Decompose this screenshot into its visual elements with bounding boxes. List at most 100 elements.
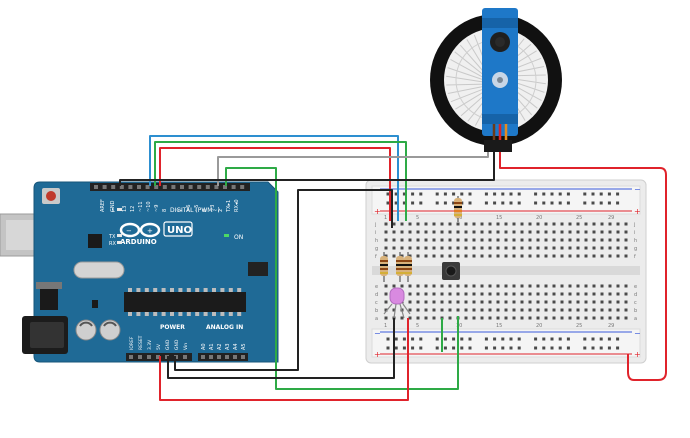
power-pin-label: 5V (156, 343, 162, 350)
bb-row-label: f (375, 254, 377, 260)
bb-row-label: i (375, 230, 376, 236)
gnd-top-label: GND (110, 200, 116, 212)
bb-col-label-top: 25 (576, 215, 582, 221)
bb-row-label: i (634, 230, 635, 236)
power-pin-label: GND (165, 339, 171, 350)
analog-pin-label: A4 (233, 343, 239, 350)
analog-pin-label: A3 (225, 343, 231, 350)
wire-red-servo[interactable] (499, 150, 667, 381)
digital-label: DIGITAL (PWM~) (170, 207, 220, 214)
arduino-uno: − + ARDUINO UNO L TX RX ON (0, 181, 279, 363)
microcontroller-chip (124, 292, 246, 312)
rail-minus-top-right: − (634, 185, 641, 194)
rail-plus-bottom-right: + (634, 350, 641, 359)
brand-label: ARDUINO (120, 238, 157, 246)
bb-row-label: a (375, 316, 378, 322)
resistor-1[interactable] (380, 252, 388, 282)
board-pcb (33, 181, 279, 363)
resistor-3[interactable] (404, 252, 412, 282)
digital-pin-label: 8 (162, 209, 168, 212)
wire-green-long[interactable] (225, 167, 459, 390)
bb-row-label: c (375, 300, 378, 306)
power-label: POWER (160, 324, 185, 331)
power-pin-label: Vin (183, 343, 189, 350)
resistor-2[interactable] (396, 252, 404, 282)
bb-row-label: c (634, 300, 637, 306)
bb-row-label: b (375, 308, 378, 314)
l-led-label: L (112, 208, 115, 214)
svg-text:+: + (147, 227, 153, 235)
bb-row-label: h (634, 238, 637, 244)
bb-row-label: g (375, 246, 378, 252)
digital-pin-label: 13 (122, 206, 128, 212)
wire-blue[interactable] (149, 135, 399, 221)
bb-col-label-bottom: 25 (576, 323, 582, 329)
rail-minus-bottom-left: − (374, 329, 381, 338)
rail-minus-bottom-right: − (634, 329, 641, 338)
analog-label: ANALOG IN (206, 324, 243, 331)
icsp-header (248, 262, 268, 276)
digital-pin-label: ~9 (154, 205, 160, 212)
digital-pin-label: ~11 (138, 201, 144, 212)
wires (119, 135, 667, 401)
arduino-logo: − + (119, 222, 161, 238)
bb-row-label: f (634, 254, 636, 260)
bb-row-label: d (375, 292, 378, 298)
breadboard-holes (384, 192, 628, 350)
bb-col-label-bottom: 15 (496, 323, 502, 329)
servo-connector (484, 140, 512, 152)
wire-green-top[interactable] (154, 141, 407, 221)
rail-plus-top-right: + (634, 207, 641, 216)
digital-header (90, 183, 250, 191)
on-led-label: ON (234, 234, 243, 241)
analog-header (198, 353, 248, 361)
model-label: UNO (167, 225, 192, 236)
bb-row-label: j (374, 222, 376, 228)
bb-col-label-top: 1 (384, 215, 387, 221)
digital-pin-label: 12 (130, 206, 136, 212)
digital-pin-label: 2 (218, 209, 224, 212)
digital-pin-label: ~6 (186, 205, 192, 212)
push-button[interactable] (442, 262, 460, 280)
aref-label: AREF (100, 199, 106, 212)
digital-pin-label: ~5 (194, 205, 200, 212)
usb-chip (88, 234, 102, 248)
digital-pin-label: RX◂0 (234, 199, 240, 212)
bb-col-label-bottom: 5 (416, 323, 419, 329)
servo-motor[interactable] (430, 8, 562, 152)
bb-col-label-bottom: 1 (384, 323, 387, 329)
power-pin-label: 3.3V (147, 339, 153, 350)
svg-text:−: − (126, 227, 132, 235)
resistor-top[interactable] (454, 196, 462, 222)
rail-plus-bottom-left: + (374, 350, 381, 359)
wire-black-led[interactable] (167, 318, 395, 379)
analog-pin-label: A0 (201, 343, 207, 350)
wire-gray-servo[interactable] (217, 150, 489, 186)
power-pin-label: GND (174, 339, 180, 350)
wire-red-5v[interactable] (159, 318, 409, 401)
bb-col-label-top: 29 (608, 215, 614, 221)
digital-pin-label: 4 (202, 209, 208, 212)
power-pin-label: RESET (138, 335, 144, 350)
wire-black-gnd[interactable] (174, 192, 299, 371)
bb-col-label-top: 20 (536, 215, 542, 221)
bb-col-label-bottom: 10 (456, 323, 462, 329)
crystal (73, 261, 125, 279)
analog-pin-label: A5 (241, 343, 247, 350)
digital-pin-label: TX▸1 (226, 200, 232, 213)
bb-row-label: h (375, 238, 378, 244)
rgb-led[interactable] (383, 287, 411, 319)
tx-led-label: TX (108, 234, 116, 240)
bb-col-label-top: 10 (456, 215, 462, 221)
digital-pin-label: ~10 (146, 201, 152, 212)
bb-row-label: g (634, 246, 637, 252)
digital-pin-label: 7 (178, 209, 184, 212)
analog-pin-label: A2 (217, 343, 223, 350)
rail-plus-top-left: + (374, 207, 381, 216)
wire-red-top[interactable] (159, 147, 391, 221)
wire-black-servo[interactable] (119, 150, 495, 186)
power-pin-label: IOREF (129, 336, 135, 350)
